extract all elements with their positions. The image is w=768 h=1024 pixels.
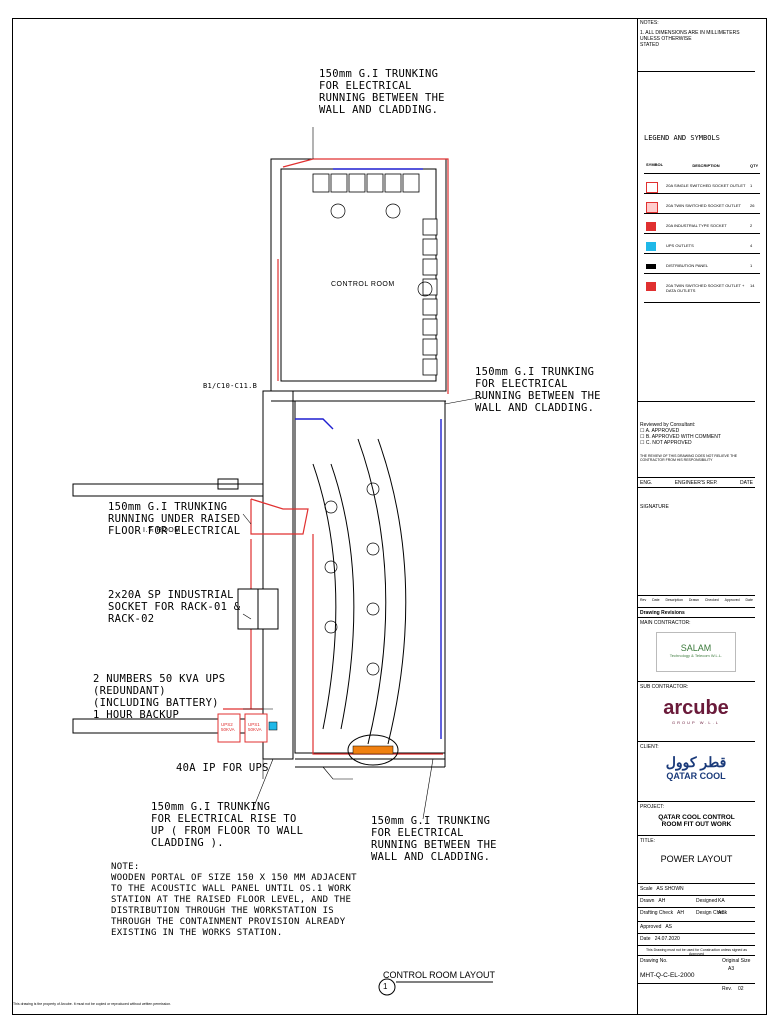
- review-title: Reviewed by Consultant:: [640, 422, 696, 428]
- view-title: CONTROL ROOM LAYOUT: [383, 970, 496, 980]
- notes-text: 1. ALL DIMENSIONS ARE IN MILLIMETERS UNL…: [640, 30, 740, 48]
- legend-row: 20A INDUSTRIAL TYPE SOCKET 2: [644, 220, 760, 234]
- legend-row: 20A TWIN SWITCHED SOCKET OUTLET 26: [644, 200, 760, 214]
- workstation-area-wall: [294, 400, 446, 754]
- legend-title: LEGEND AND SYMBOLS: [644, 134, 720, 142]
- sign-header: ENG. ENGINEER'S REP. DATE: [638, 480, 755, 488]
- field-date: Date 24.07.2020: [638, 934, 755, 946]
- racks: [237, 588, 279, 630]
- circuit-label: B1/C10-C11.B: [203, 382, 258, 390]
- drawing-no-panel: Drawing No. Original Size A3 MHT-Q-C-EL-…: [638, 956, 755, 984]
- view-number-circle: [378, 978, 396, 996]
- industrial-socket-icon: [646, 222, 656, 231]
- curved-desks: [312, 438, 407, 745]
- ups-outlet: [268, 721, 278, 731]
- review-option-not-approved[interactable]: ☐ C. NOT APPROVED: [640, 440, 692, 446]
- qatar-cool-logo: قطر كوول QATAR COOL: [665, 754, 727, 781]
- review-panel: Reviewed by Consultant: ☐ A. APPROVED ☐ …: [638, 402, 755, 478]
- blue-cabling: [295, 168, 442, 739]
- drawing-title: POWER LAYOUT: [660, 854, 733, 864]
- notes-panel: NOTES: 1. ALL DIMENSIONS ARE IN MILLIMET…: [638, 18, 755, 72]
- construction-note: This Drawing must not be used for Constr…: [638, 946, 755, 956]
- ups-outlet-icon: [646, 242, 656, 251]
- control-room-wall: [270, 158, 447, 392]
- legend-row: 20A SINGLE SWITCHED SOCKET OUTLET 1: [644, 180, 760, 194]
- note-isolator: 40A IP FOR UPS: [176, 762, 269, 774]
- note-block: NOTE:WOODEN PORTAL OF SIZE 150 X 150 MM …: [111, 862, 357, 938]
- ups-units: [217, 713, 268, 743]
- project-panel: PROJECT: QATAR COOL CONTROL ROOM FIT OUT…: [638, 802, 755, 836]
- arcube-logo: arcube GROUP W.L.L: [663, 697, 729, 725]
- review-option-comment[interactable]: ☐ B. APPROVED WITH COMMENT: [640, 434, 721, 440]
- legend-row: UPS OUTLETS 4: [644, 240, 760, 254]
- floor-plan: [72, 127, 493, 996]
- ups2-label: UPS2 50KVA: [221, 722, 235, 732]
- control-room-label: CONTROL ROOM: [331, 281, 395, 288]
- legend-panel: LEGEND AND SYMBOLS SYMBOL DESCRIPTION QT…: [638, 72, 760, 402]
- wooden-portal: [347, 734, 399, 766]
- red-trunking: [223, 158, 449, 755]
- twin-socket-data-icon: [646, 282, 656, 291]
- leader-lines: [242, 127, 484, 820]
- revisions-header: Rev Date Description Drawn Checked Appro…: [638, 596, 755, 608]
- ups1-label: UPS1 50KVA: [248, 722, 262, 732]
- project-name: QATAR COOL CONTROL ROOM FIT OUT WORK: [658, 814, 735, 828]
- client-panel: CLIENT: قطر كوول QATAR COOL: [638, 742, 755, 802]
- it-room-label: I.T. ROOM: [143, 527, 181, 534]
- notes-title: NOTES:: [640, 20, 659, 26]
- rev-panel: Rev. 02: [722, 986, 744, 992]
- drawing-number: MHT-Q-C-EL-2000: [640, 972, 695, 979]
- single-socket-icon: [646, 182, 658, 193]
- twin-socket-icon: [646, 202, 658, 213]
- field-scale: Scale AS SHOWN: [638, 884, 755, 896]
- revisions-title: Drawing Revisions: [638, 608, 755, 618]
- title-panel: TITLE: POWER LAYOUT: [638, 836, 755, 884]
- footer-text: This drawing is the property of Arcube. …: [13, 1002, 172, 1006]
- workstations-top: [312, 173, 438, 376]
- review-option-approved[interactable]: ☐ A. APPROVED: [640, 428, 680, 434]
- field-approved: Approved AS: [638, 922, 755, 934]
- legend-header: SYMBOL DESCRIPTION QTY: [644, 160, 760, 174]
- signature-label: SIGNATURE: [640, 504, 669, 510]
- salam-logo: SALAM Technology & Telecom W.L.L.: [656, 632, 736, 672]
- legend-row: 20A TWIN SWITCHED SOCKET OUTLET + DATA O…: [644, 280, 760, 303]
- view-number: 1: [383, 982, 388, 991]
- distribution-panel-icon: [646, 264, 656, 269]
- sub-contractor-panel: SUB CONTRACTOR: arcube GROUP W.L.L: [638, 682, 755, 742]
- note-ups: 2 NUMBERS 50 KVA UPS(REDUNDANT)(INCLUDIN…: [93, 673, 226, 721]
- main-contractor-panel: MAIN CONTRACTOR: SALAM Technology & Tele…: [638, 618, 755, 682]
- signature-panel: SIGNATURE: [638, 488, 755, 596]
- legend-row: DISTRIBUTION PANEL 1: [644, 260, 760, 274]
- chairs: [324, 203, 433, 676]
- title-block: NOTES: 1. ALL DIMENSIONS ARE IN MILLIMET…: [637, 18, 768, 1015]
- review-note: THE REVIEW OF THIS DRAWING DOES NOT RELI…: [640, 454, 738, 462]
